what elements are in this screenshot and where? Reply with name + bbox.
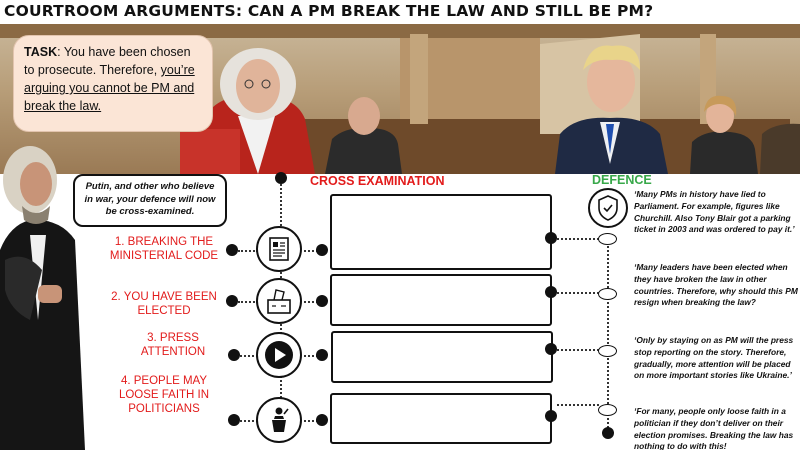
argument-dot-1 xyxy=(226,244,238,256)
defence-quote-1: ‘Many PMs in history have lied to Parlia… xyxy=(634,189,795,235)
connector-right-1 xyxy=(557,238,599,240)
connector-left-2 xyxy=(238,301,258,303)
timeline-top-dot xyxy=(275,172,287,184)
argument-box-1[interactable] xyxy=(330,194,552,270)
barrister-illustration xyxy=(0,146,85,450)
defence-node-3 xyxy=(598,345,617,357)
ballot-box-icon xyxy=(256,278,302,324)
box-dot-left-1 xyxy=(316,244,328,256)
defence-quote-2: ‘Many leaders have been elected when the… xyxy=(634,262,798,308)
connector-mid-4 xyxy=(304,420,322,422)
play-icon xyxy=(256,332,302,378)
defence-node-1 xyxy=(598,233,617,245)
connector-left-1 xyxy=(238,250,258,252)
argument-box-2[interactable] xyxy=(330,274,552,326)
defence-node-4 xyxy=(598,404,617,416)
argument-label-2: 2. YOU HAVE BEEN ELECTED xyxy=(111,291,217,317)
task-label: TASK xyxy=(24,45,58,59)
cross-examination-heading: CROSS EXAMINATION xyxy=(310,174,445,188)
defence-timeline xyxy=(607,242,609,432)
argument-label-3: 3. PRESS ATTENTION xyxy=(140,332,206,358)
argument-dot-2 xyxy=(226,295,238,307)
defence-shield-icon xyxy=(588,188,628,228)
argument-dot-4 xyxy=(228,414,240,426)
defence-bottom-dot xyxy=(602,427,614,439)
argument-label-4: 4. PEOPLE MAY LOOSE FAITH IN POLITICIANS xyxy=(118,375,210,415)
box-dot-right-2 xyxy=(545,286,557,298)
connector-left-4 xyxy=(240,420,258,422)
speech-bubble: Putin, and other who believe in war, you… xyxy=(73,174,227,227)
connector-left-3 xyxy=(240,355,258,357)
box-dot-right-3 xyxy=(545,343,557,355)
connector-mid-2 xyxy=(304,301,322,303)
box-dot-left-2 xyxy=(316,295,328,307)
box-dot-left-4 xyxy=(316,414,328,426)
speaker-podium-icon xyxy=(256,397,302,443)
connector-right-4 xyxy=(557,404,599,406)
box-dot-right-1 xyxy=(545,232,557,244)
defence-quote-4: ‘For many, people only loose faith in a … xyxy=(634,406,794,450)
argument-dot-3 xyxy=(228,349,240,361)
box-dot-left-3 xyxy=(316,349,328,361)
courtroom-illustration xyxy=(0,24,800,174)
connector-right-2 xyxy=(557,292,599,294)
argument-label-1: 1. BREAKING THE MINISTERIAL CODE xyxy=(109,236,219,262)
connector-right-3 xyxy=(557,349,599,351)
task-box: TASK: You have been chosen to prosecute.… xyxy=(13,35,213,132)
box-dot-right-4 xyxy=(545,410,557,422)
defence-quote-3: ‘Only by staying on as PM will the press… xyxy=(634,335,794,381)
argument-box-3[interactable] xyxy=(331,331,553,383)
defence-heading: DEFENCE xyxy=(592,173,652,187)
defence-node-2 xyxy=(598,288,617,300)
connector-mid-3 xyxy=(304,355,322,357)
task-underlined-text: you’re arguing you cannot be PM and brea… xyxy=(24,63,195,113)
document-icon xyxy=(256,226,302,272)
page-title: COURTROOM ARGUMENTS: CAN A PM BREAK THE … xyxy=(4,2,654,20)
task-text: : You have been chosen to prosecute. The… xyxy=(24,45,191,77)
connector-mid-1 xyxy=(304,250,322,252)
argument-box-4[interactable] xyxy=(330,393,552,444)
